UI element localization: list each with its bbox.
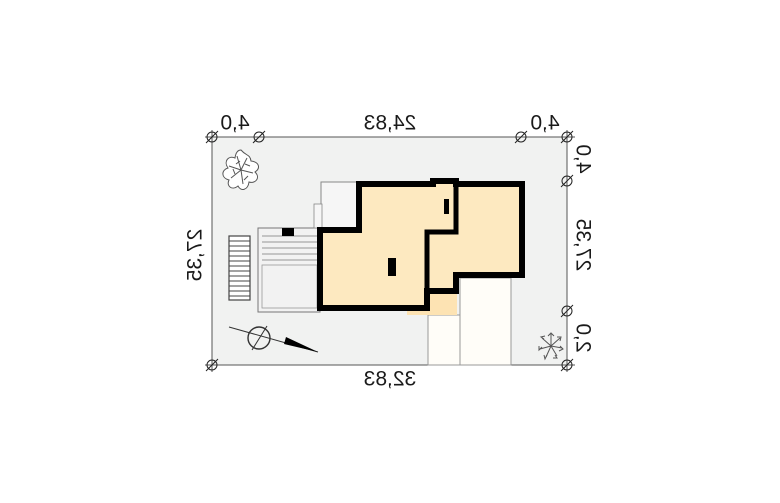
marker-top-4 [560,130,574,144]
marker-right-2 [560,304,574,318]
interior-post [444,199,449,214]
dimension-lines [205,130,575,372]
dimension-labels: 4,0 24,83 4,0 32,83 27,35 4,0 27,35 2,0 [184,112,595,391]
stairs [228,235,251,301]
north-arrow-icon [228,325,319,353]
driveway [427,277,512,366]
building-footprint [317,178,525,311]
chimney [282,228,294,236]
marker-bottom-2 [560,358,574,372]
marker-top-2 [252,130,266,144]
dim-right-bottom: 2,0 [571,323,594,352]
dimension-markers [205,130,574,372]
shrub-icon [538,332,564,361]
dim-left-depth: 27,35 [184,229,207,282]
tree-icon [222,149,259,190]
dim-top-width: 24,83 [364,112,417,135]
marker-top-3 [514,130,528,144]
annex-strip [313,203,323,229]
dim-right-top: 4,0 [571,144,594,173]
dim-top-right: 4,0 [530,112,559,135]
marker-top-1 [205,130,219,144]
stair-core [388,258,396,276]
annex [320,181,360,231]
marker-bottom-1 [205,358,219,372]
dim-right-depth: 27,35 [571,219,594,272]
terrace [257,227,321,313]
dim-top-left: 4,0 [220,112,249,135]
dim-bottom-width: 32,83 [364,368,417,391]
interior-wall [424,184,459,291]
marker-right-1 [560,174,574,188]
